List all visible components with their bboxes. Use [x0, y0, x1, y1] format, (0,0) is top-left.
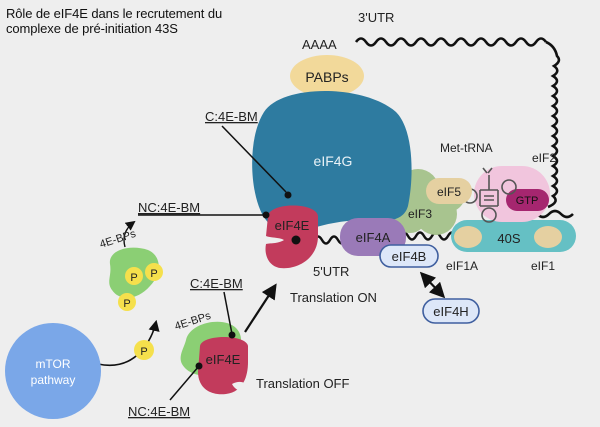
mtor-label-2: pathway [31, 373, 76, 387]
ribosome-40s: 40S [451, 220, 576, 252]
translation-off-label: Translation OFF [256, 376, 349, 391]
translation-on-arrow [244, 283, 277, 333]
eif1a-label: eIF1A [446, 259, 478, 273]
nc4ebm-top-label: NC:4E-BM [138, 200, 200, 215]
c4ebm-bottom-label: C:4E-BM [190, 276, 243, 291]
c4ebm-top-label: C:4E-BM [205, 109, 258, 124]
4ebps-top-label: 4E-BPs [98, 228, 138, 251]
met-trna-label: Met-tRNA [440, 141, 493, 155]
pabps-protein [290, 55, 364, 97]
eif4e-cap-binding [265, 205, 318, 269]
phospho-label-2: P [150, 268, 157, 280]
c4ebm-top-dot [284, 191, 292, 199]
phospho-label-1: P [130, 272, 137, 284]
eif4h-factor [422, 298, 480, 324]
eif4b-factor [379, 244, 439, 268]
eif4e-cap-pocket [232, 381, 248, 391]
eif3-label: eIF3 [408, 207, 432, 221]
mtor-label-1: mTOR [35, 357, 70, 371]
eif4b-label: eIF4B [392, 249, 427, 264]
nc4ebm-bottom-label: NC:4E-BM [128, 404, 190, 419]
phospho-site-3 [118, 293, 136, 311]
c4ebm-bottom-pointer [223, 291, 233, 335]
nc4ebm-top-dot [262, 211, 270, 219]
free-phosphate [134, 340, 154, 360]
5utr-label: 5'UTR [313, 264, 349, 279]
mtor-pathway-node [5, 323, 101, 419]
eif4g-scaffold [252, 91, 412, 235]
eif5-label: eIF5 [437, 185, 461, 199]
eif2-label: eIF2 [532, 151, 556, 165]
phospho-site-2 [145, 263, 163, 281]
title-line-1: Rôle de eIF4E dans le recrutement du [6, 6, 223, 21]
eif4g-label: eIF4G [314, 153, 353, 169]
eif4e-label: eIF4E [275, 218, 310, 233]
phospho-site-1 [125, 267, 143, 285]
translation-on-label: Translation ON [290, 290, 377, 305]
polya-label: AAAA [302, 37, 337, 52]
ribosome-40s-label: 40S [497, 231, 520, 246]
figure-title: Rôle de eIF4E dans le recrutement du com… [6, 6, 222, 36]
c4ebm-bottom-dot [228, 331, 236, 339]
nc4ebm-bottom-dot [195, 362, 203, 370]
free-phosphate-label: P [140, 346, 147, 358]
nc4ebm-bottom-pointer [169, 365, 200, 401]
phospho-label-3: P [123, 298, 130, 310]
mrna-cap-icon [291, 235, 301, 245]
eif4b-eif4h-arrow [419, 271, 446, 299]
3utr-label: 3'UTR [358, 10, 394, 25]
c4ebm-top-pointer [221, 125, 287, 193]
eif4e-bottom-label: eIF4E [206, 352, 241, 367]
pabps-label: PABPs [305, 69, 348, 85]
gtp-label: GTP [516, 195, 539, 207]
eif1-label: eIF1 [531, 259, 555, 273]
bps-phosphorylation-arrow [123, 220, 136, 248]
eif4a-label: eIF4A [356, 230, 391, 245]
eif4h-label: eIF4H [433, 304, 468, 319]
title-line-2: complexe de pré-initiation 43S [6, 21, 178, 36]
eif5-factor [426, 178, 472, 204]
eif4e-repressed [198, 337, 248, 395]
